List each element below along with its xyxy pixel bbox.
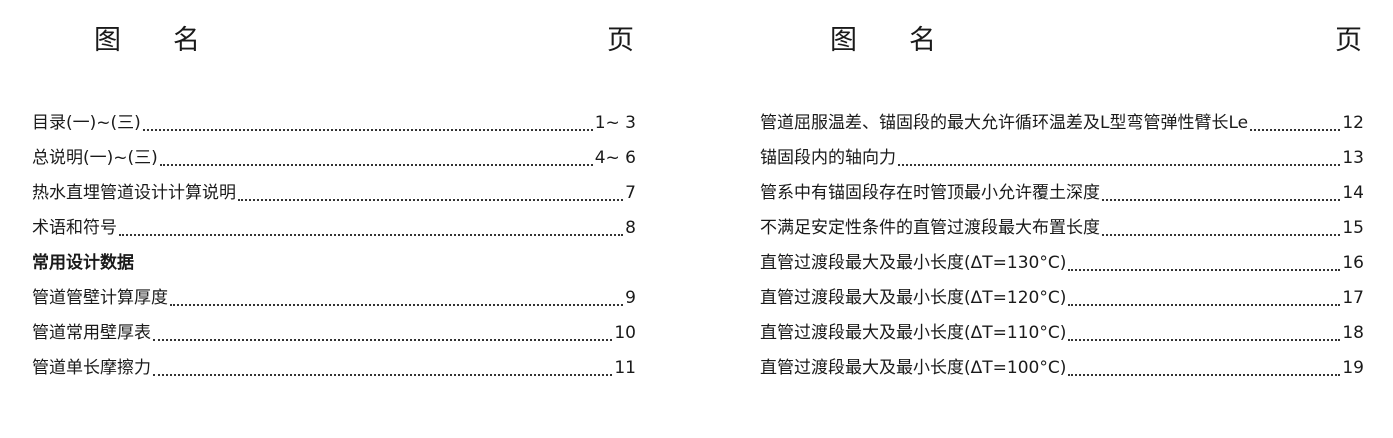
leader-dots — [170, 303, 624, 306]
header-page: 页 — [1335, 25, 1362, 56]
right-column: 图名 页 管道屈服温差、锚固段的最大允许循环温差及L型弯管弹性臂长Le 12 锚… — [730, 0, 1370, 438]
toc-entry: 管道管壁计算厚度 9 — [32, 283, 636, 318]
header-figure-name: 图名 — [94, 25, 252, 56]
entry-page: 18 — [1342, 323, 1364, 343]
leader-dots — [153, 338, 613, 341]
toc-entry: 不满足安定性条件的直管过渡段最大布置长度 15 — [760, 213, 1364, 248]
header-figure-name: 图名 — [830, 25, 988, 56]
toc-entry: 目录(一)~(三) 1~ 3 — [32, 108, 636, 143]
entry-title: 总说明(一)~(三) — [32, 148, 158, 168]
entry-page: 1~ 3 — [594, 113, 636, 133]
leader-dots — [1102, 198, 1341, 201]
entry-title: 直管过渡段最大及最小长度(ΔT=110°C) — [760, 323, 1067, 343]
leader-dots — [119, 233, 624, 236]
entry-title: 热水直埋管道设计计算说明 — [32, 183, 236, 203]
leader-dots — [1250, 128, 1341, 131]
entry-page: 8 — [625, 218, 636, 238]
entry-title: 管道单长摩擦力 — [32, 358, 151, 378]
toc-section-heading: 常用设计数据 — [32, 248, 636, 283]
header-page: 页 — [607, 25, 634, 56]
leader-dots — [1068, 303, 1341, 306]
toc-entry: 管道常用壁厚表 10 — [32, 318, 636, 353]
leader-dots — [238, 198, 624, 201]
toc-entry: 直管过渡段最大及最小长度(ΔT=120°C) 17 — [760, 283, 1364, 318]
entry-title: 锚固段内的轴向力 — [760, 148, 896, 168]
entry-page: 7 — [625, 183, 636, 203]
section-title: 常用设计数据 — [32, 253, 134, 273]
entry-page: 14 — [1342, 183, 1364, 203]
entry-title: 直管过渡段最大及最小长度(ΔT=100°C) — [760, 358, 1067, 378]
entry-title: 目录(一)~(三) — [32, 113, 141, 133]
entry-title: 直管过渡段最大及最小长度(ΔT=120°C) — [760, 288, 1067, 308]
toc-entry: 管道单长摩擦力 11 — [32, 353, 636, 388]
leader-dots — [1068, 338, 1341, 341]
entry-page: 16 — [1342, 253, 1364, 273]
entry-page: 10 — [614, 323, 636, 343]
entry-page: 12 — [1342, 113, 1364, 133]
leader-dots — [898, 163, 1341, 166]
toc-list: 管道屈服温差、锚固段的最大允许循环温差及L型弯管弹性臂长Le 12 锚固段内的轴… — [760, 108, 1364, 388]
toc-entry: 直管过渡段最大及最小长度(ΔT=130°C) 16 — [760, 248, 1364, 283]
toc-entry: 直管过渡段最大及最小长度(ΔT=110°C) 18 — [760, 318, 1364, 353]
leader-dots — [142, 128, 593, 131]
entry-title: 管系中有锚固段存在时管顶最小允许覆土深度 — [760, 183, 1100, 203]
toc-entry: 直管过渡段最大及最小长度(ΔT=100°C) 19 — [760, 353, 1364, 388]
toc-entry: 管系中有锚固段存在时管顶最小允许覆土深度 14 — [760, 178, 1364, 213]
leader-dots — [153, 373, 613, 376]
toc-entry: 术语和符号 8 — [32, 213, 636, 248]
leader-dots — [1102, 233, 1341, 236]
toc-list: 目录(一)~(三) 1~ 3 总说明(一)~(三) 4~ 6 热水直埋管道设计计… — [32, 108, 636, 388]
entry-title: 管道常用壁厚表 — [32, 323, 151, 343]
entry-title: 不满足安定性条件的直管过渡段最大布置长度 — [760, 218, 1100, 238]
entry-page: 17 — [1342, 288, 1364, 308]
leader-dots — [159, 163, 593, 166]
entry-page: 15 — [1342, 218, 1364, 238]
toc-entry: 管道屈服温差、锚固段的最大允许循环温差及L型弯管弹性臂长Le 12 — [760, 108, 1364, 143]
entry-title: 管道屈服温差、锚固段的最大允许循环温差及L型弯管弹性臂长Le — [760, 113, 1249, 133]
entry-page: 9 — [625, 288, 636, 308]
entry-page: 11 — [614, 358, 636, 378]
entry-page: 4~ 6 — [594, 148, 636, 168]
toc-entry: 锚固段内的轴向力 13 — [760, 143, 1364, 178]
entry-page: 19 — [1342, 358, 1364, 378]
entry-page: 13 — [1342, 148, 1364, 168]
toc-entry: 总说明(一)~(三) 4~ 6 — [32, 143, 636, 178]
toc-entry: 热水直埋管道设计计算说明 7 — [32, 178, 636, 213]
entry-title: 术语和符号 — [32, 218, 117, 238]
leader-dots — [1068, 268, 1341, 271]
entry-title: 直管过渡段最大及最小长度(ΔT=130°C) — [760, 253, 1067, 273]
leader-dots — [1068, 373, 1341, 376]
entry-title: 管道管壁计算厚度 — [32, 288, 168, 308]
left-column: 图名 页 目录(一)~(三) 1~ 3 总说明(一)~(三) 4~ 6 热水直埋… — [0, 0, 660, 438]
